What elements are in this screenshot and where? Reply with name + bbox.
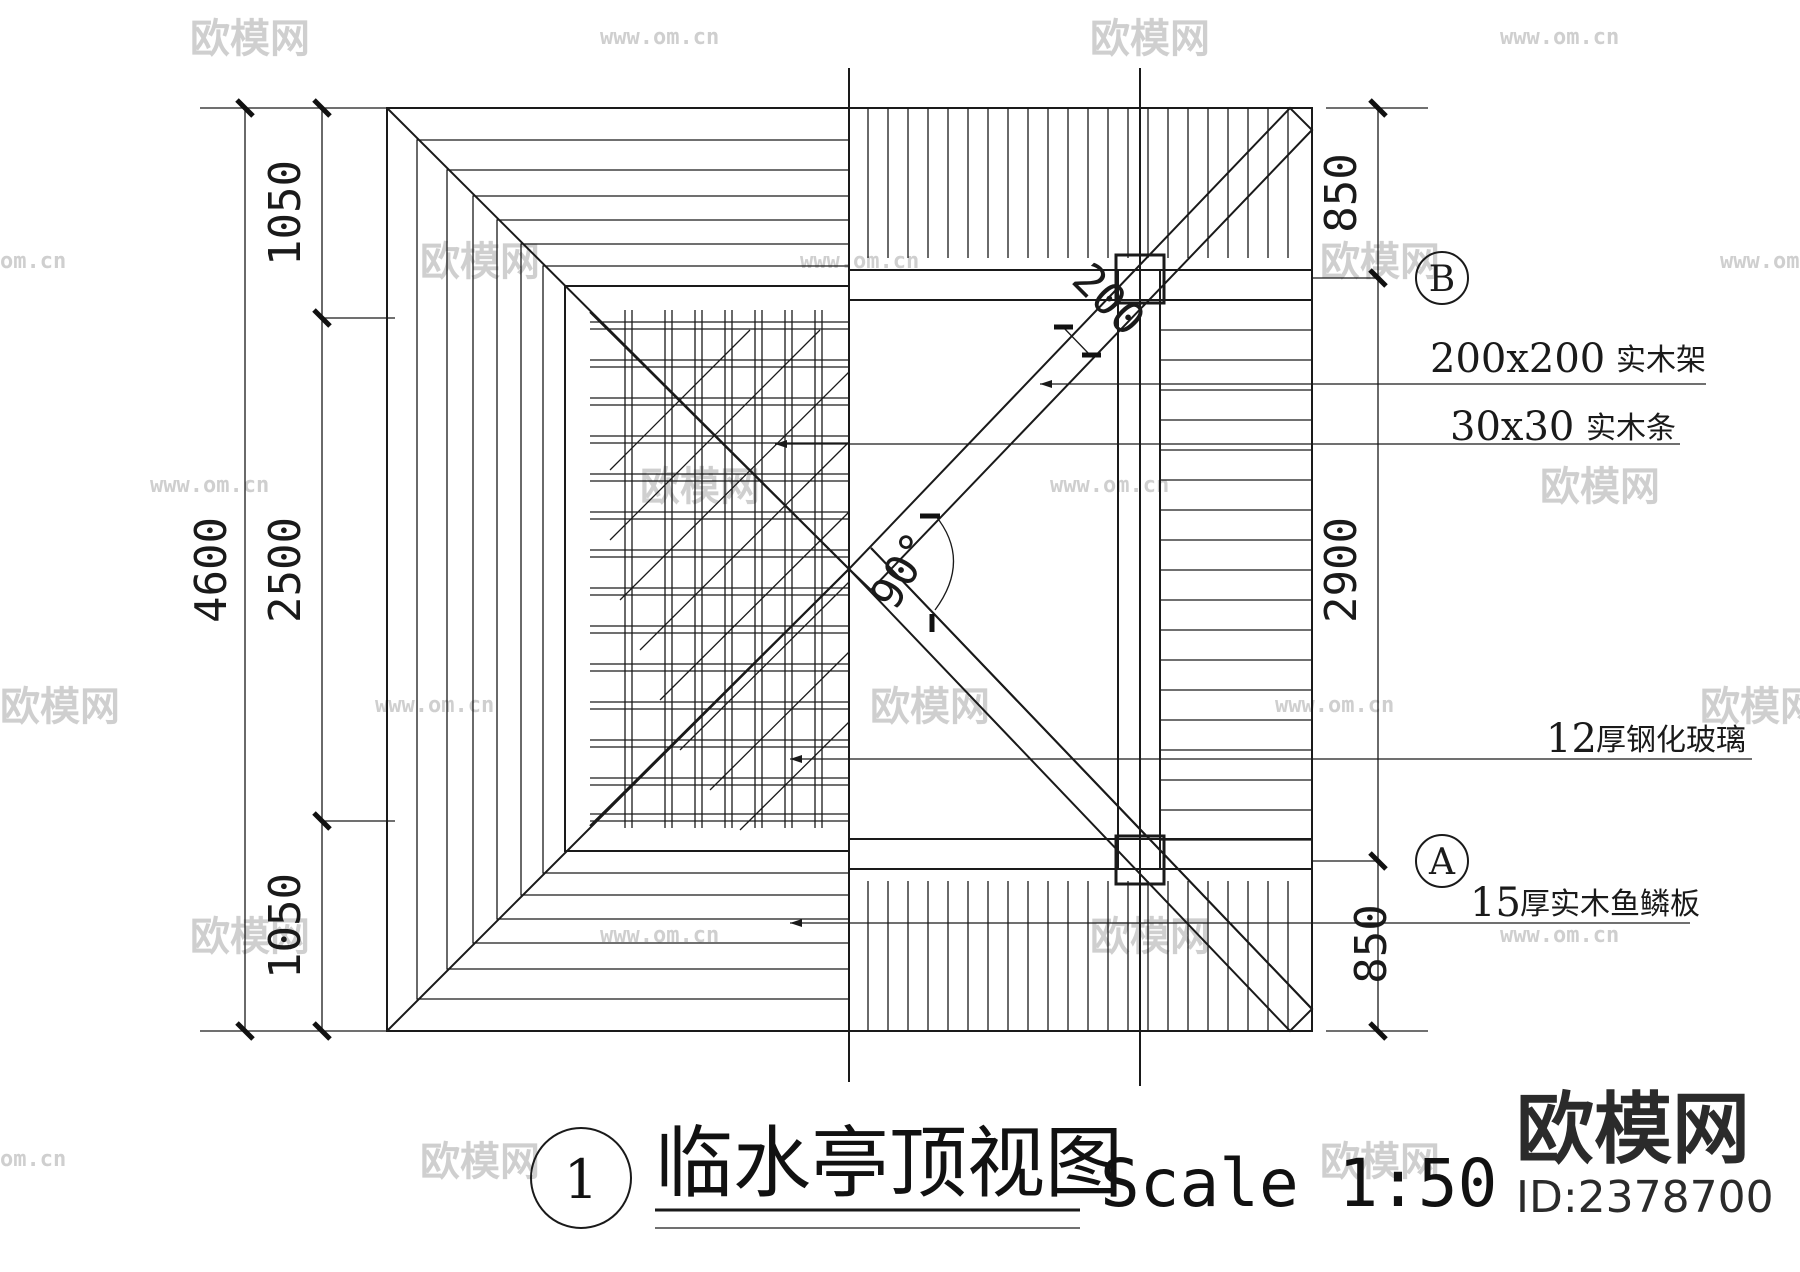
- beam-axis-a: [848, 838, 1313, 870]
- svg-text:欧模网: 欧模网: [420, 1139, 540, 1185]
- dimension-bottom-left: 1050: [260, 873, 311, 979]
- watermark-logo: 欧模网: [0, 684, 120, 730]
- watermark-logo: 欧模网: [640, 464, 760, 510]
- angle-annotation: 90°: [860, 513, 954, 632]
- brand-id: ID:2378700: [1516, 1172, 1774, 1223]
- dimension-bottom-right: 850: [1346, 904, 1397, 983]
- watermark-logo: 欧模网: [1540, 464, 1660, 510]
- svg-text:B: B: [1429, 259, 1455, 300]
- watermark-url: www.om.cn: [1720, 249, 1800, 274]
- watermark-logo: 欧模网: [1090, 914, 1210, 960]
- watermark-url: www.om.cn: [150, 473, 269, 498]
- hip-beam-edge: [870, 547, 1313, 1010]
- watermark-logo: 欧模网: [1700, 684, 1800, 730]
- svg-text:欧模网: 欧模网: [1090, 16, 1210, 62]
- watermark-url: www.om.cn: [1275, 693, 1394, 718]
- svg-text:厚实木鱼鳞板: 厚实木鱼鳞板: [1520, 887, 1700, 922]
- svg-text:欧模网: 欧模网: [190, 914, 310, 960]
- roof-outline: [386, 107, 849, 1032]
- glass-frame: [564, 285, 849, 852]
- watermark-logo: 欧模网: [870, 684, 990, 730]
- eave-ring: [446, 169, 849, 970]
- svg-text:欧模网: 欧模网: [190, 16, 310, 62]
- svg-text:欧模网: 欧模网: [1700, 684, 1800, 730]
- svg-text:实木条: 实木条: [1586, 411, 1676, 446]
- watermark-logo: 欧模网: [190, 16, 310, 62]
- axis-lines: [848, 68, 1380, 1086]
- timber-battens: [624, 310, 823, 828]
- hip-beam: [848, 547, 1314, 1033]
- brand-name: 欧模网: [1516, 1085, 1750, 1175]
- annotation-fish-scale-board: 15 厚实木鱼鳞板: [790, 880, 1700, 927]
- dimension-right: 850 2900 850: [1316, 98, 1428, 1041]
- eave-ring: [496, 219, 849, 920]
- board-field-top: [867, 108, 1289, 258]
- svg-text:欧模网: 欧模网: [1090, 914, 1210, 960]
- hip-beam: [847, 106, 1314, 592]
- timber-battens-horizontal: [590, 321, 849, 822]
- watermark-logo: 欧模网: [1320, 1139, 1440, 1185]
- eave-ring: [520, 243, 849, 896]
- watermark-logo: 欧模网: [190, 914, 310, 960]
- watermark-url: www.om.cn: [375, 693, 494, 718]
- axis-bubble-b: B: [1415, 251, 1469, 305]
- dimension-middle-right: 2900: [1316, 517, 1367, 623]
- dimension-left: 4600 1050 2500 1050: [186, 98, 395, 1041]
- watermark-url: www.om.cn: [600, 923, 719, 948]
- watermark-url: www.om.cn: [1050, 473, 1169, 498]
- svg-text:欧模网: 欧模网: [1540, 464, 1660, 510]
- eave-ring: [542, 265, 849, 874]
- eave-ring: [416, 139, 849, 1000]
- watermark-url: www.om.cn: [1500, 923, 1619, 948]
- dimension-top-right: 850: [1316, 153, 1367, 232]
- dimension-middle-left: 2500: [260, 517, 311, 623]
- glass-hip: [589, 568, 850, 827]
- svg-text:A: A: [1428, 842, 1456, 883]
- brand-mark: 欧模网 ID:2378700: [1516, 1085, 1774, 1223]
- annotation-timber-frame: 200x200 实木架: [1040, 336, 1706, 388]
- watermark-url: om.cn: [0, 1147, 66, 1172]
- svg-text:30x30: 30x30: [1450, 404, 1574, 450]
- glass-hip: [589, 311, 850, 570]
- hip-roof-left-half: [386, 107, 850, 1032]
- watermark-url: om.cn: [0, 249, 66, 274]
- svg-text:欧模网: 欧模网: [0, 684, 120, 730]
- board-field-bottom: [867, 881, 1289, 1031]
- dimension-top-left: 1050: [260, 160, 311, 266]
- drawing-title: 临水亭顶视图: [655, 1119, 1123, 1209]
- svg-text:12: 12: [1546, 716, 1597, 762]
- watermark-layer: 欧模网 欧模网 欧模网 欧模网 欧模网 欧模网 欧模网 欧模网 欧模网 欧模网: [0, 16, 1800, 1185]
- svg-text:厚钢化玻璃: 厚钢化玻璃: [1596, 723, 1746, 758]
- axis-bubble-a: A: [1415, 834, 1469, 888]
- svg-text:欧模网: 欧模网: [1320, 1139, 1440, 1185]
- svg-text:欧模网: 欧模网: [640, 464, 760, 510]
- detail-number-circle: [530, 1127, 632, 1229]
- svg-text:欧模网: 欧模网: [870, 684, 990, 730]
- watermark-logo: 欧模网: [420, 1139, 540, 1185]
- detail-number: 1: [564, 1148, 598, 1211]
- drawing-scale: Scale 1:50: [1100, 1145, 1497, 1222]
- dimension-total: 4600: [186, 517, 237, 623]
- watermark-logo: 欧模网: [1090, 16, 1210, 62]
- annotation-tempered-glass: 12 厚钢化玻璃: [790, 716, 1752, 763]
- annotation-timber-batten: 30x30 实木条: [775, 404, 1680, 450]
- title-block: 1 临水亭顶视图 Scale 1:50: [530, 1119, 1497, 1229]
- eave-ring: [472, 195, 849, 944]
- watermark-url: www.om.cn: [600, 25, 719, 50]
- svg-text:15: 15: [1470, 880, 1521, 926]
- svg-text:实木架: 实木架: [1616, 343, 1706, 378]
- svg-text:欧模网: 欧模网: [420, 239, 540, 285]
- watermark-url: www.om.cn: [1500, 25, 1619, 50]
- svg-text:200x200: 200x200: [1430, 336, 1605, 382]
- watermark-logo: 欧模网: [420, 239, 540, 285]
- angle-label: 90°: [860, 524, 944, 618]
